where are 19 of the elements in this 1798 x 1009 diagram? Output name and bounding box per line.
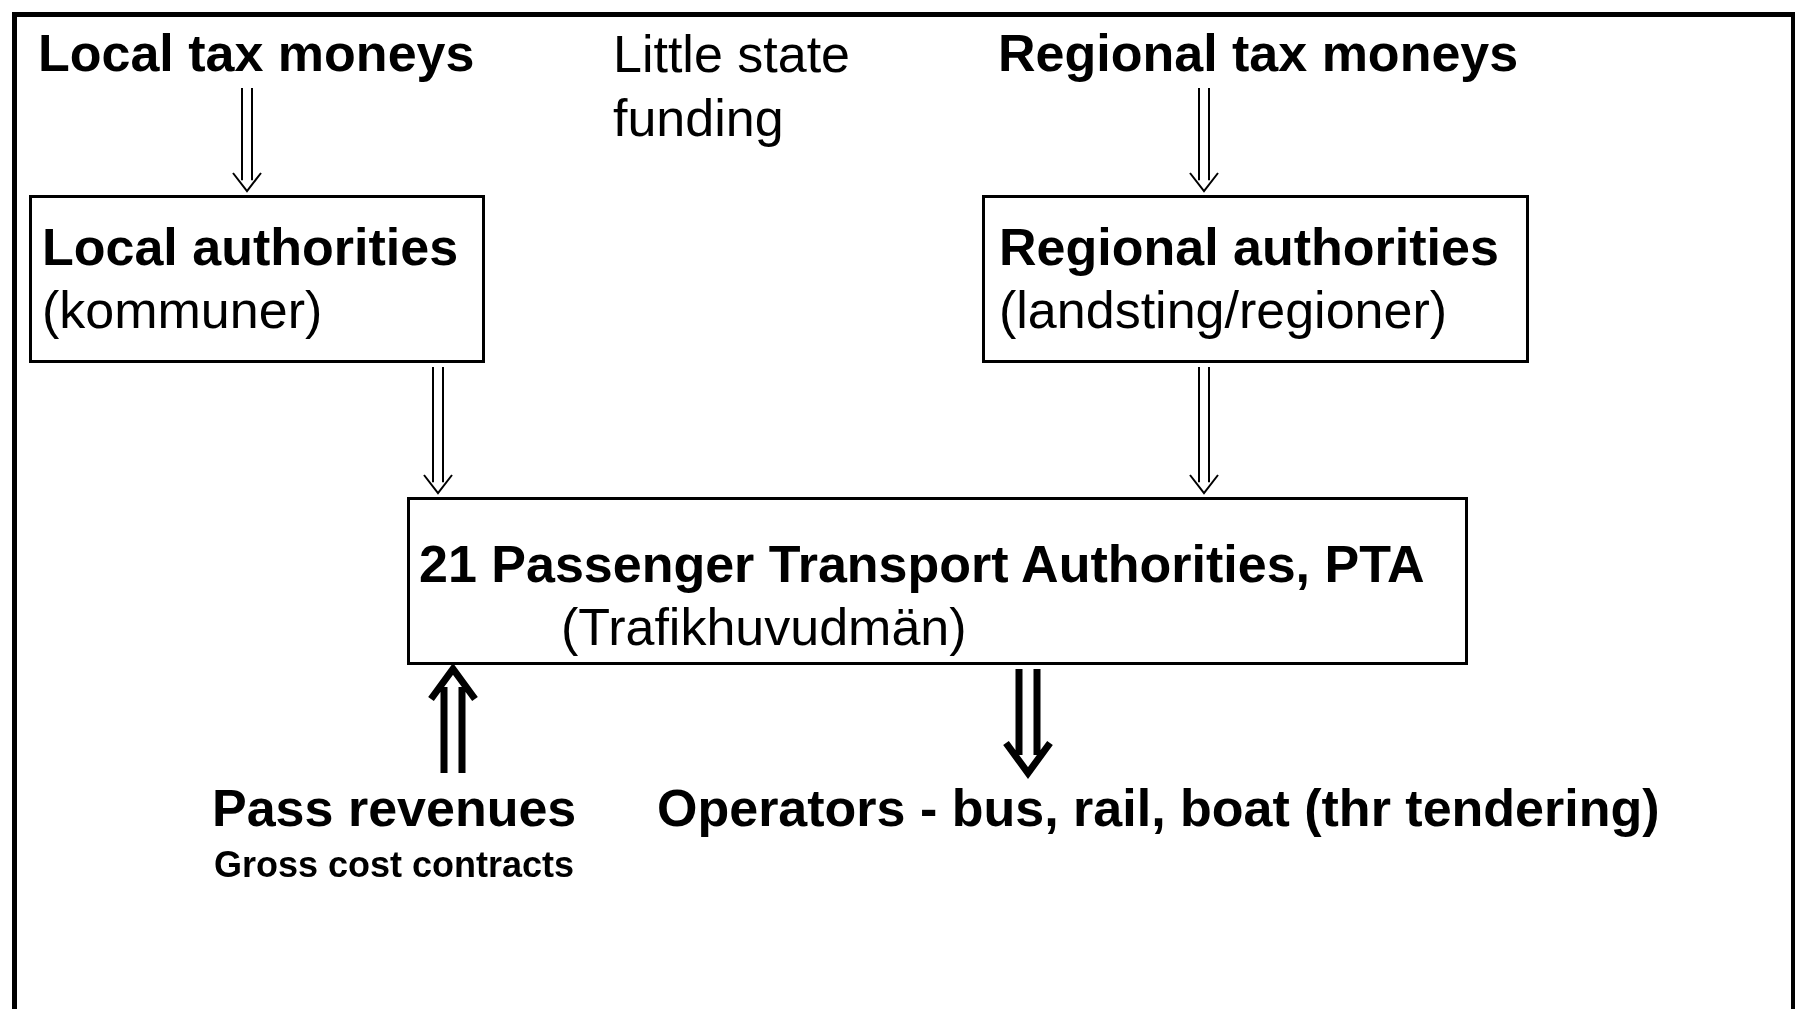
double-arrow [1189, 366, 1219, 495]
double-arrow [232, 87, 262, 193]
box-subtitle: (landsting/regioner) [999, 280, 1448, 341]
box-heading: Regional authorities [999, 217, 1499, 278]
authority-box [982, 195, 1529, 363]
note-text: Gross cost contracts [214, 843, 575, 887]
double-arrow [1189, 87, 1219, 193]
authority-box [29, 195, 485, 363]
revenue-text: Pass revenues [212, 778, 577, 839]
box-heading: 21 Passenger Transport Authorities, PTA [419, 534, 1425, 595]
source-text: Regional tax moneys [998, 23, 1519, 84]
source-text: Local tax moneys [38, 23, 475, 84]
box-subtitle: (kommuner) [42, 280, 323, 341]
pta-box [407, 497, 1468, 665]
operators-text: Operators - bus, rail, boat (thr tendering) [657, 778, 1660, 839]
box-heading: Local authorities [42, 217, 459, 278]
note-text: Little state funding [613, 24, 852, 149]
box-subtitle: (Trafikhuvudmän) [561, 597, 967, 658]
double-arrow [423, 366, 453, 495]
